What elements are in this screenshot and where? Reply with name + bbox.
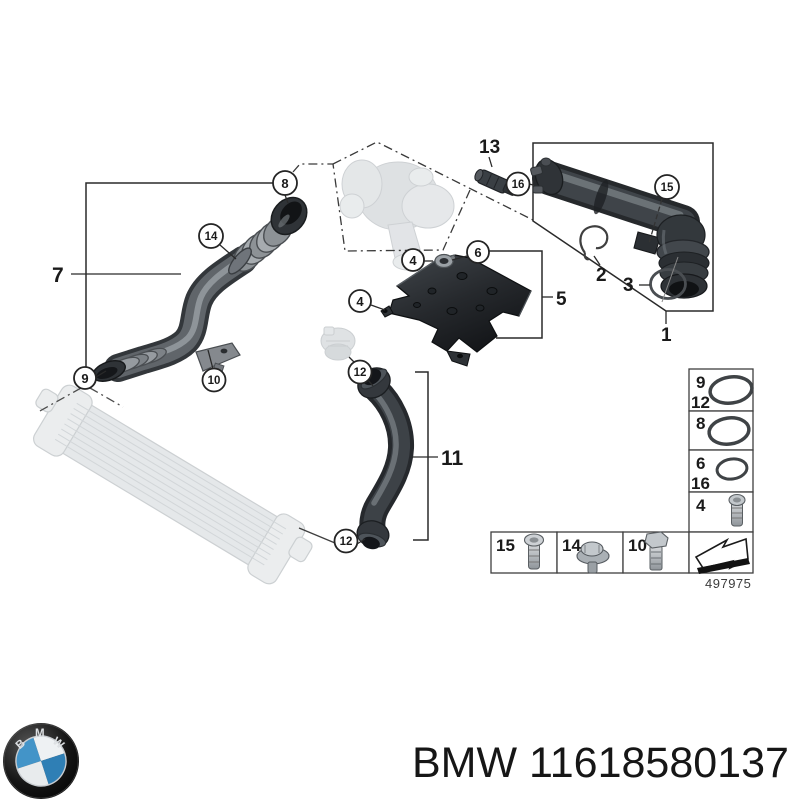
charge-air-pipe-7	[92, 196, 308, 382]
svg-text:12: 12	[691, 393, 710, 412]
callout-8: 8	[272, 170, 298, 196]
hose-coupler-bottom	[356, 520, 390, 550]
svg-text:14: 14	[205, 231, 218, 243]
callout-16: 16	[505, 171, 531, 197]
svg-text:4: 4	[696, 496, 706, 515]
svg-text:9: 9	[81, 371, 88, 386]
svg-text:8: 8	[281, 176, 288, 191]
leader-dashdot	[37, 387, 82, 413]
button-head-screw-icon	[523, 533, 545, 570]
o-ring-3	[649, 256, 687, 303]
drawing-number: 497975	[705, 576, 751, 591]
mounting-plate-5	[380, 253, 532, 367]
damper-ghost	[320, 326, 356, 361]
part-number-text: BMW 11618580137	[412, 739, 789, 787]
duct-bracket-tab	[633, 231, 661, 255]
svg-text:16: 16	[691, 474, 710, 493]
leader-4b	[370, 304, 386, 311]
leader-dashdot	[89, 387, 124, 408]
svg-text:16: 16	[512, 179, 525, 191]
legend-cell-4: 4	[688, 491, 754, 533]
callout-9: 9	[73, 366, 97, 390]
hose-clamp-14	[228, 247, 252, 275]
callout-12b: 12	[333, 528, 359, 554]
legend-cell-9-12: 9 12	[688, 368, 754, 412]
leader-13	[488, 156, 493, 168]
svg-text:6: 6	[474, 245, 481, 260]
svg-text:14: 14	[562, 536, 581, 555]
o-ring-large-icon	[708, 375, 754, 405]
svg-text:9: 9	[696, 373, 705, 392]
legend-cell-6-16: 6 16	[688, 449, 754, 493]
callout-15: 15	[654, 174, 680, 200]
svg-text:8: 8	[696, 414, 705, 433]
callout-6: 6	[466, 240, 490, 264]
hex-bolt-icon	[644, 531, 669, 571]
o-ring-medium-icon	[707, 416, 751, 446]
pipe-end-ring-9	[92, 360, 126, 382]
part7-bracket-lines	[71, 182, 273, 367]
turbocharger-ghost	[339, 159, 455, 271]
o-ring-small-icon	[715, 457, 749, 481]
part-label-5: 5	[556, 289, 567, 310]
charge-air-hose-11	[356, 367, 415, 550]
retaining-clip-2	[579, 225, 609, 261]
svg-text:15: 15	[661, 182, 674, 194]
callout-12a: 12	[347, 359, 373, 385]
duct-box-1: 2 3 1	[530, 142, 714, 346]
legend-cell-15: 15	[490, 531, 558, 574]
svg-text:4: 4	[356, 294, 364, 309]
svg-text:12: 12	[354, 367, 367, 379]
charge-air-duct-1	[530, 157, 710, 299]
leader-12a	[367, 379, 374, 387]
part-label-11: 11	[441, 447, 464, 470]
part-label-2: 2	[596, 265, 607, 286]
intercooler-ghost	[33, 384, 336, 585]
legend-cell-8: 8	[688, 410, 754, 451]
logo-letter-m: M	[35, 728, 45, 740]
turbo-outline-dashdot	[292, 141, 534, 252]
callout-14: 14	[198, 223, 224, 249]
svg-text:6: 6	[696, 454, 705, 473]
legend-cell-arrow	[688, 531, 754, 574]
svg-text:15: 15	[496, 536, 515, 555]
part5-bracket-lines	[489, 250, 553, 339]
legend-cell-10: 10	[622, 531, 690, 574]
callout-4a: 4	[401, 248, 425, 272]
pipe-end-ring-8	[270, 196, 308, 236]
svg-text:4: 4	[409, 253, 417, 268]
flange-bolt-icon	[576, 541, 610, 574]
leader-line	[298, 527, 336, 544]
leader-12b	[356, 538, 366, 545]
direction-arrow-icon	[694, 537, 750, 574]
svg-text:12: 12	[340, 536, 353, 548]
part-label-13: 13	[479, 137, 500, 158]
bmw-logo: B M W	[3, 723, 79, 799]
plate-foot-bottom	[446, 350, 471, 367]
svg-text:10: 10	[208, 375, 221, 387]
part-label-3: 3	[623, 275, 634, 296]
callout-10: 10	[201, 367, 227, 393]
legend-cell-14: 14	[556, 531, 624, 574]
callout-4b: 4	[348, 289, 372, 313]
leader-2	[593, 255, 601, 266]
svg-text:10: 10	[628, 536, 647, 555]
pan-head-screw-icon	[728, 493, 746, 527]
part-label-7: 7	[52, 264, 64, 287]
leader-6	[451, 255, 468, 261]
part11-bracket-lines	[412, 371, 438, 541]
legend-table: 9 12 8 6 16 4	[490, 368, 754, 591]
part-label-1: 1	[661, 325, 672, 346]
pipe-bellows-lower	[110, 347, 167, 374]
